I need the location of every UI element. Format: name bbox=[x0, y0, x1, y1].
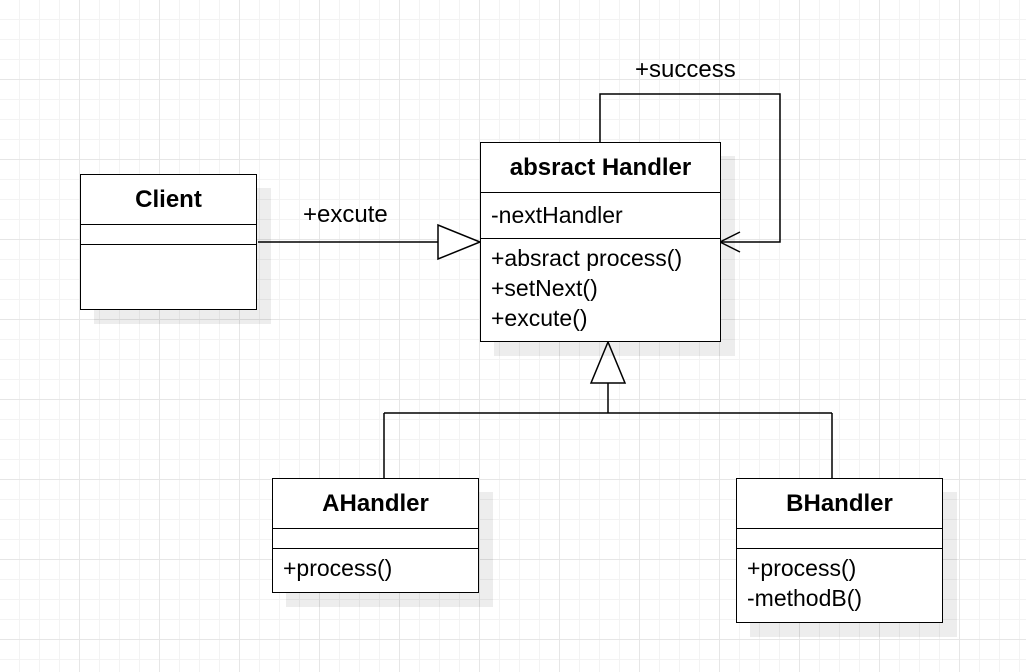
class-methods-section: +process() -methodB() bbox=[737, 549, 942, 617]
class-method: +process() bbox=[747, 555, 857, 581]
edge-label-success: +success bbox=[635, 56, 736, 83]
class-client[interactable]: Client bbox=[80, 174, 257, 310]
class-abstract-handler[interactable]: absract Handler -nextHandler +absract pr… bbox=[480, 142, 721, 342]
class-a-handler[interactable]: AHandler +process() bbox=[272, 478, 479, 593]
class-attributes-section bbox=[81, 225, 256, 245]
class-methods-section: +absract process() +setNext() +excute() bbox=[481, 239, 720, 337]
class-method: +setNext() bbox=[491, 275, 598, 301]
edge-client-to-handler[interactable] bbox=[258, 223, 482, 261]
class-method: +excute() bbox=[491, 305, 588, 331]
class-attributes-section bbox=[737, 529, 942, 549]
class-method: +process() bbox=[283, 555, 393, 581]
class-method: +absract process() bbox=[491, 245, 683, 271]
class-method: -methodB() bbox=[747, 585, 863, 611]
class-b-handler[interactable]: BHandler +process() -methodB() bbox=[736, 478, 943, 623]
class-attributes-section: -nextHandler bbox=[481, 193, 720, 239]
hollow-triangle-arrowhead bbox=[589, 340, 627, 384]
class-name: BHandler bbox=[737, 479, 942, 529]
class-methods-section: +process() bbox=[273, 549, 478, 587]
class-attributes-section bbox=[273, 529, 478, 549]
class-name: absract Handler bbox=[481, 143, 720, 193]
edge-subclasses-to-handler[interactable] bbox=[383, 340, 833, 478]
edge-label-excute: +excute bbox=[303, 201, 388, 228]
hollow-triangle-arrowhead bbox=[437, 223, 482, 261]
class-name: AHandler bbox=[273, 479, 478, 529]
class-name: Client bbox=[81, 175, 256, 225]
class-methods-section bbox=[81, 245, 256, 265]
class-attribute: -nextHandler bbox=[491, 202, 623, 228]
